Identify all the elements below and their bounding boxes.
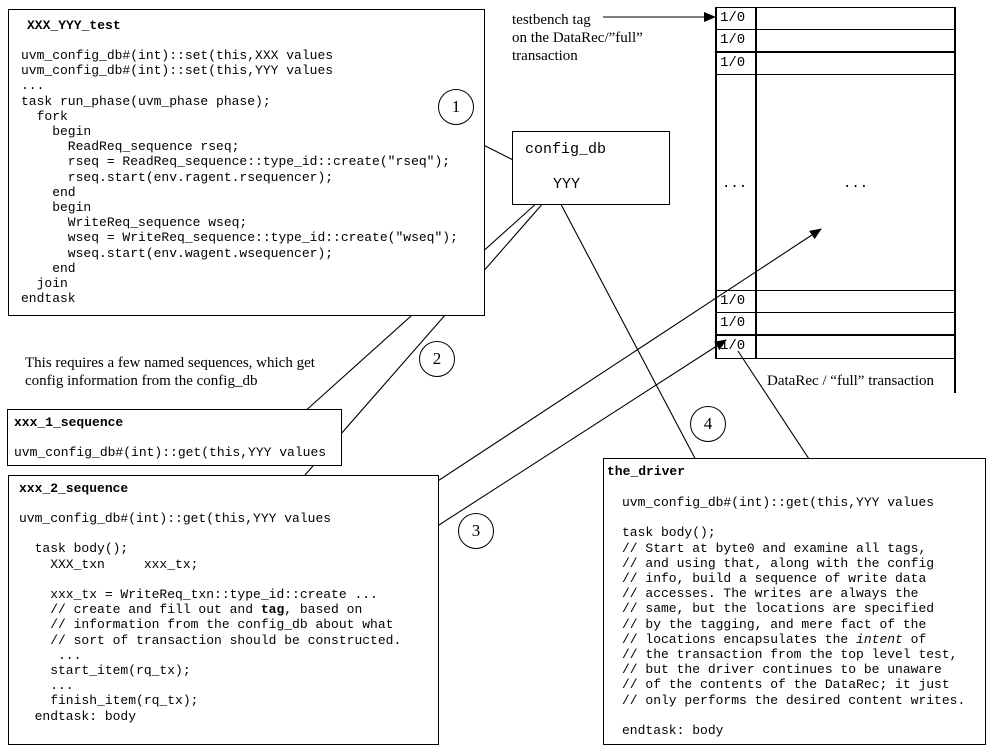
config-db-title: config_db [525,141,607,158]
datarec-divider [755,7,757,359]
datarec-row-bottom-3 [715,335,956,359]
driver-intent-word: intent [856,631,903,647]
driver-title: the_driver [607,464,686,479]
seq1-code: uvm_config_db#(int)::get(this,YYY values [14,445,327,460]
driver-code-part2: of // the transaction from the top level… [622,631,966,739]
seq2-box: xxx_2_sequence uvm_config_db#(int)::get(… [8,475,439,745]
driver-code: uvm_config_db#(int)::get(this,YYY values… [622,495,965,738]
driver-code-part1: uvm_config_db#(int)::get(this,YYY values… [622,495,935,647]
arrow-config-db-to-seq1 [272,192,549,441]
datarec-tag-bottom-1: 1/0 [720,293,746,309]
datarec-tag-bottom-2: 1/0 [720,315,746,331]
driver-box: the_driver uvm_config_db#(int)::get(this… [603,458,986,745]
datarec-tag-top-2: 1/0 [720,32,746,48]
arrow-config-db-to-driver [554,192,709,484]
datarec-left-border [715,7,717,359]
seq2-code-part2: , based on // information from the confi… [34,602,402,724]
config-db-content: YYY [553,176,581,193]
seq1-title: xxx_1_sequence [14,415,124,430]
test-box: XXX_YYY_test uvm_config_db#(int)::set(th… [8,9,485,316]
test-box-title: XXX_YYY_test [27,18,121,33]
step-4-circle: 4 [690,406,726,442]
datarec-row-bottom-2 [715,312,956,335]
seq2-code: uvm_config_db#(int)::get(this,YYY values… [19,511,401,724]
step-1-circle: 1 [438,89,474,125]
datarec-ellipsis-left: ... [722,176,748,192]
seq1-box: xxx_1_sequence uvm_config_db#(int)::get(… [7,409,342,466]
datarec-row-top-3 [715,52,956,75]
testbench-tag-note: testbench tag on the DataRec/”full” tran… [512,12,643,64]
test-box-code: uvm_config_db#(int)::set(this,XXX values… [21,48,458,307]
datarec-tag-top-1: 1/0 [720,10,746,26]
datarec-right-border [954,7,956,393]
config-db-box: config_db YYY [512,131,670,205]
datarec-row-top-1 [715,7,956,30]
datarec-ellipsis-right: ... [843,176,869,192]
datarec-row-top-2 [715,29,956,52]
seq2-tag-word: tag [260,602,285,618]
step-3-circle: 3 [458,513,494,549]
seq2-code-part1: uvm_config_db#(int)::get(this,YYY values… [19,511,378,618]
datarec-caption: DataRec / “full” transaction [767,373,935,389]
sequences-note: This requires a few named sequences, whi… [25,355,315,389]
datarec-tag-bottom-3: 1/0 [720,338,746,354]
datarec-row-bottom-1 [715,290,956,313]
seq2-title: xxx_2_sequence [19,481,129,496]
datarec-tag-top-3: 1/0 [720,55,746,71]
step-2-circle: 2 [419,341,455,377]
